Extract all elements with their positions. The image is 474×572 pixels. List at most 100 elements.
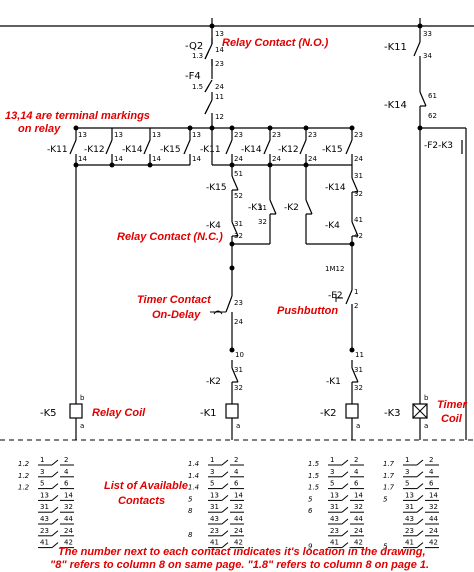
device-label: -K4 xyxy=(206,221,221,231)
device-label: -K14 xyxy=(325,183,346,193)
device-label: -K3 xyxy=(384,408,401,419)
annotation-list-1: List of Available xyxy=(104,480,188,492)
contact-ref: 8 xyxy=(188,507,193,515)
terminal-label: 14 xyxy=(215,46,224,54)
k5-coil xyxy=(69,403,83,419)
contact-terminal-b: 44 xyxy=(234,515,243,523)
contact-blade xyxy=(341,495,349,501)
contact-terminal-a: 3 xyxy=(40,468,44,476)
terminal-label: 23 xyxy=(308,131,317,139)
contact-ref: 1.7 xyxy=(383,460,395,468)
terminal-label: 14 xyxy=(152,155,161,163)
contact-terminal-b: 6 xyxy=(354,480,359,488)
contact-blade xyxy=(51,471,59,478)
contact-terminal-a: 43 xyxy=(405,515,414,523)
terminal-label: 11 xyxy=(215,93,224,101)
terminal-label: 23 xyxy=(272,131,281,139)
contact-blade xyxy=(221,471,229,478)
contact-terminal-a: 41 xyxy=(40,539,49,547)
right-contact-row xyxy=(211,128,353,168)
terminal-label: a xyxy=(356,422,360,430)
contact-terminal-a: 43 xyxy=(40,515,49,523)
contact-blade xyxy=(416,530,424,537)
device-label: -K12 xyxy=(84,145,105,155)
contact-terminal-b: 32 xyxy=(64,503,73,511)
contact-blade xyxy=(51,542,59,548)
device-label: -K1 xyxy=(200,408,217,419)
device-label: -K1 xyxy=(326,377,341,387)
terminal-label: 24 xyxy=(215,83,224,91)
contact-blade xyxy=(221,518,229,525)
contact-blade xyxy=(51,483,59,489)
contact-ref: 1.4 xyxy=(188,472,199,480)
contact-blade xyxy=(221,506,229,513)
device-label: -K14 xyxy=(384,100,407,111)
contact-terminal-b: 44 xyxy=(354,515,363,523)
contact-blade xyxy=(51,495,59,501)
contact-terminal-b: 14 xyxy=(354,491,363,499)
contact-ref: 1.2 xyxy=(18,472,30,480)
contact-terminal-b: 24 xyxy=(354,527,363,535)
contact-blade xyxy=(341,518,349,525)
contact-terminal-b: 24 xyxy=(429,527,438,535)
contact-terminal-a: 5 xyxy=(210,480,214,488)
terminal-label: 32 xyxy=(234,232,243,240)
contact-terminal-b: 32 xyxy=(429,503,438,511)
annotation-timer-coil-1: Timer xyxy=(437,399,467,411)
terminal-label: b xyxy=(424,394,429,402)
contact-blade xyxy=(221,495,229,501)
terminal-label: a xyxy=(424,422,428,430)
contact-terminal-b: 6 xyxy=(64,480,69,488)
contact-ref: 1.7 xyxy=(383,472,395,480)
k1-coil xyxy=(225,403,239,419)
terminal-label: 24 xyxy=(234,155,243,163)
device-label: -K11 xyxy=(384,42,407,53)
contact-blade xyxy=(416,518,424,525)
contact-blade xyxy=(51,459,59,466)
device-label: -F4 xyxy=(185,71,201,82)
contact-terminal-a: 23 xyxy=(40,527,49,535)
contact-ref: 1.5 xyxy=(308,460,320,468)
contact-blade xyxy=(416,542,424,548)
contact-terminal-b: 2 xyxy=(429,456,433,464)
contact-blade xyxy=(221,542,229,548)
contact-ref: 5 xyxy=(308,495,313,503)
device-label: -K1 xyxy=(248,203,263,213)
terminal-label: 32 xyxy=(234,384,243,392)
contact-terminal-a: 31 xyxy=(405,503,414,511)
footer-note-1: The number next to each contact indicate… xyxy=(58,546,426,558)
terminal-label: 31 xyxy=(354,172,363,180)
contact-blade xyxy=(221,530,229,537)
device-label: -K12 xyxy=(278,145,299,155)
contact-ref: 1.5 xyxy=(308,484,320,492)
contact-terminal-a: 1 xyxy=(210,456,214,464)
contact-terminal-b: 42 xyxy=(64,539,73,547)
contact-terminal-a: 5 xyxy=(40,480,44,488)
contact-blade xyxy=(341,506,349,513)
terminal-label: 11 xyxy=(355,351,364,359)
device-label: -K2 xyxy=(320,408,337,419)
annotation-timer-coil-2: Coil xyxy=(441,413,463,425)
terminal-label: 42 xyxy=(354,232,363,240)
contact-terminal-a: 1 xyxy=(405,456,409,464)
contact-terminal-a: 23 xyxy=(210,527,219,535)
contact-terminal-b: 2 xyxy=(354,456,358,464)
contact-terminal-b: 14 xyxy=(64,491,73,499)
terminal-label: 61 xyxy=(428,92,437,100)
terminal-label: 13 xyxy=(215,30,224,38)
annotation-relay-nc: Relay Contact (N.C.) xyxy=(117,231,223,243)
terminal-label: 24 xyxy=(354,155,363,163)
timer-contact-blade xyxy=(225,295,233,313)
contact-terminal-a: 3 xyxy=(405,468,409,476)
contact-blade xyxy=(341,459,349,466)
device-label: -K11 xyxy=(47,145,68,155)
terminal-label: 32 xyxy=(354,384,363,392)
terminal-label: 62 xyxy=(428,112,437,120)
contact-blade xyxy=(341,542,349,548)
terminal-label: a xyxy=(80,422,84,430)
device-label: -K11 xyxy=(200,145,221,155)
device-label: -K15 xyxy=(160,145,181,155)
contact-terminal-b: 6 xyxy=(234,480,239,488)
contact-terminal-a: 31 xyxy=(330,503,339,511)
terminal-label: 23 xyxy=(234,299,243,307)
